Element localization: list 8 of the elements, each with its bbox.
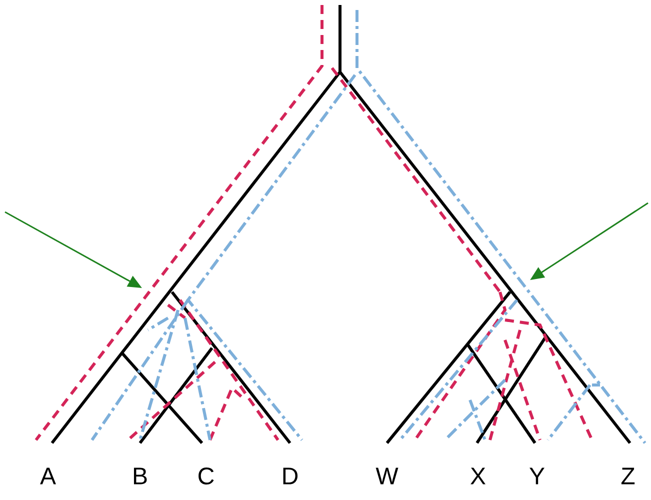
leaf-label: Z	[621, 468, 635, 484]
leaf-label: Y	[530, 468, 544, 484]
leaf-label: W	[376, 468, 398, 484]
leaf-label: A	[40, 468, 56, 484]
leaf-label: B	[134, 468, 147, 484]
leaf-label: X	[470, 468, 486, 484]
leaf-label: C	[198, 468, 214, 484]
leaf-label: D	[283, 468, 298, 484]
